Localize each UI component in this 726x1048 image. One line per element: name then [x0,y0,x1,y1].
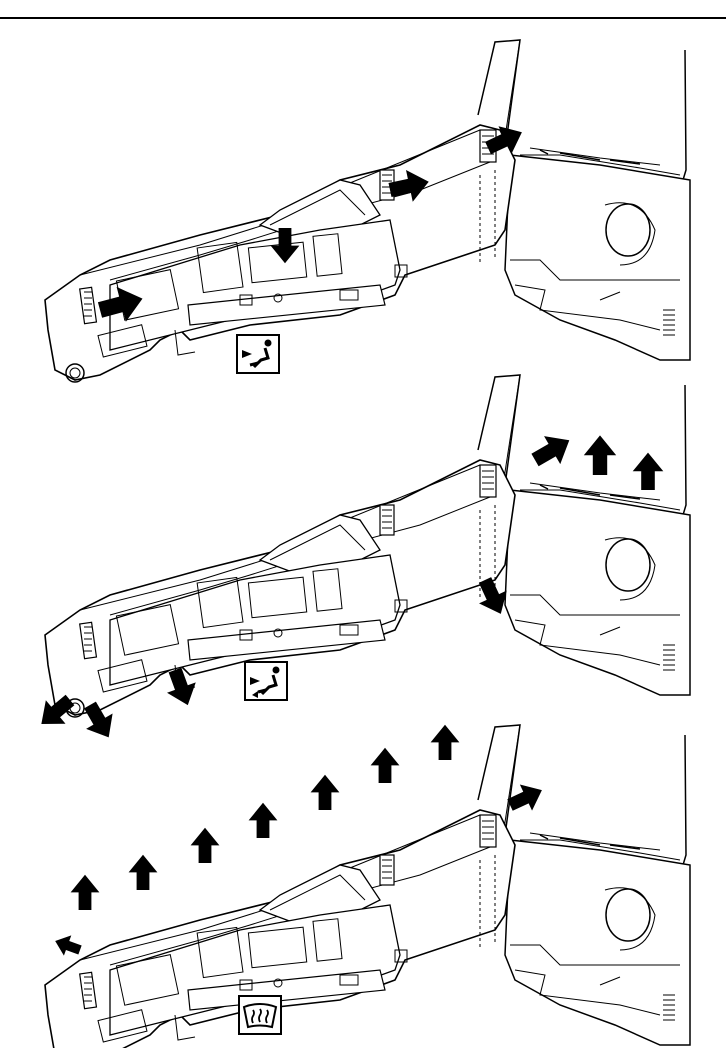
airflow-to-face-and-feet-icon [244,661,288,701]
airflow-arrow [249,803,278,838]
airflow-arrow [371,748,400,783]
windscreen-defrost-icon [238,995,282,1035]
dashboard-drawing-defrost-mode [0,715,726,1048]
airflow-arrow [584,435,616,475]
airflow-arrow [633,453,664,490]
panel-defrost-vents [0,715,726,1048]
panel-face-vents [0,30,726,390]
airflow-arrow [71,875,100,910]
dashboard-drawing-floor-mode [0,365,726,750]
airflow-arrow [191,828,220,863]
airflow-arrow [311,775,340,810]
header-rule [0,0,726,19]
dashboard-drawing-face-mode [0,30,726,390]
panel-floor-and-side-vents [0,365,726,750]
airflow-arrow [129,855,158,890]
airflow-arrow [431,725,460,760]
airflow-arrow [51,931,83,960]
airflow-arrow [527,426,577,474]
